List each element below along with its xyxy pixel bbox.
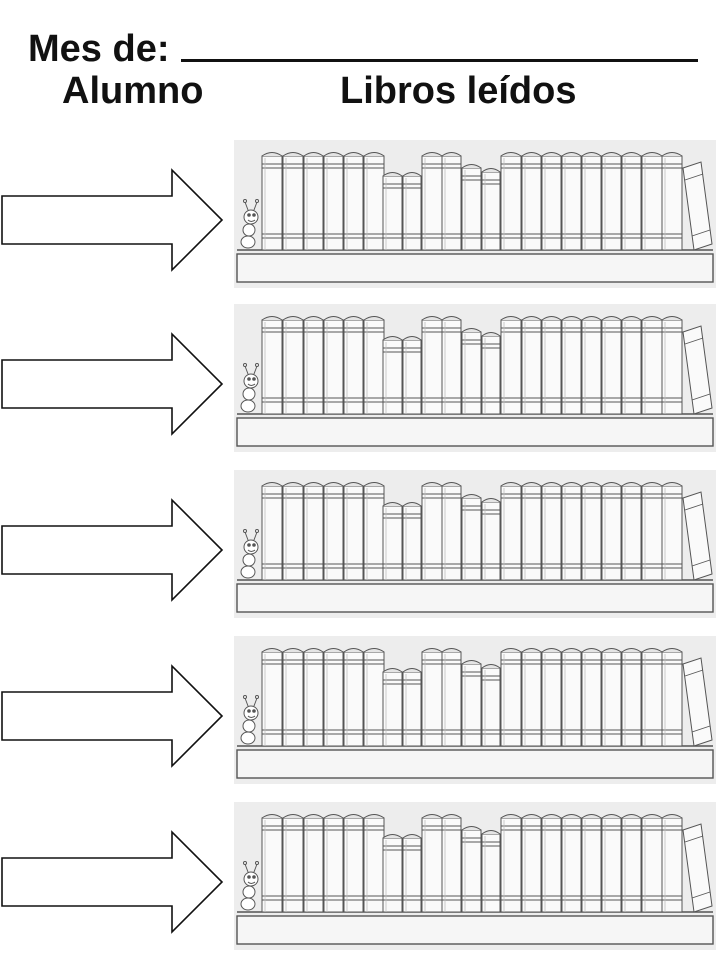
student-row xyxy=(0,470,716,620)
student-row xyxy=(0,140,716,290)
books-read-column-header: Libros leídos xyxy=(340,70,577,112)
arrow-right-icon[interactable] xyxy=(0,830,224,934)
student-row xyxy=(0,636,716,786)
month-title-row: Mes de: xyxy=(28,20,698,68)
month-blank-line[interactable] xyxy=(181,59,698,62)
arrow-right-icon[interactable] xyxy=(0,664,224,768)
arrow-right-icon[interactable] xyxy=(0,168,224,272)
bookshelf-icon xyxy=(234,140,716,290)
bookshelf-icon xyxy=(234,304,716,454)
student-row xyxy=(0,304,716,454)
month-label: Mes de: xyxy=(28,28,170,70)
arrow-right-icon[interactable] xyxy=(0,498,224,602)
bookshelf-icon xyxy=(234,802,716,952)
arrow-right-icon[interactable] xyxy=(0,332,224,436)
student-row xyxy=(0,802,716,952)
bookshelf-icon xyxy=(234,636,716,786)
student-column-header: Alumno xyxy=(62,70,204,112)
bookshelf-icon xyxy=(234,470,716,620)
